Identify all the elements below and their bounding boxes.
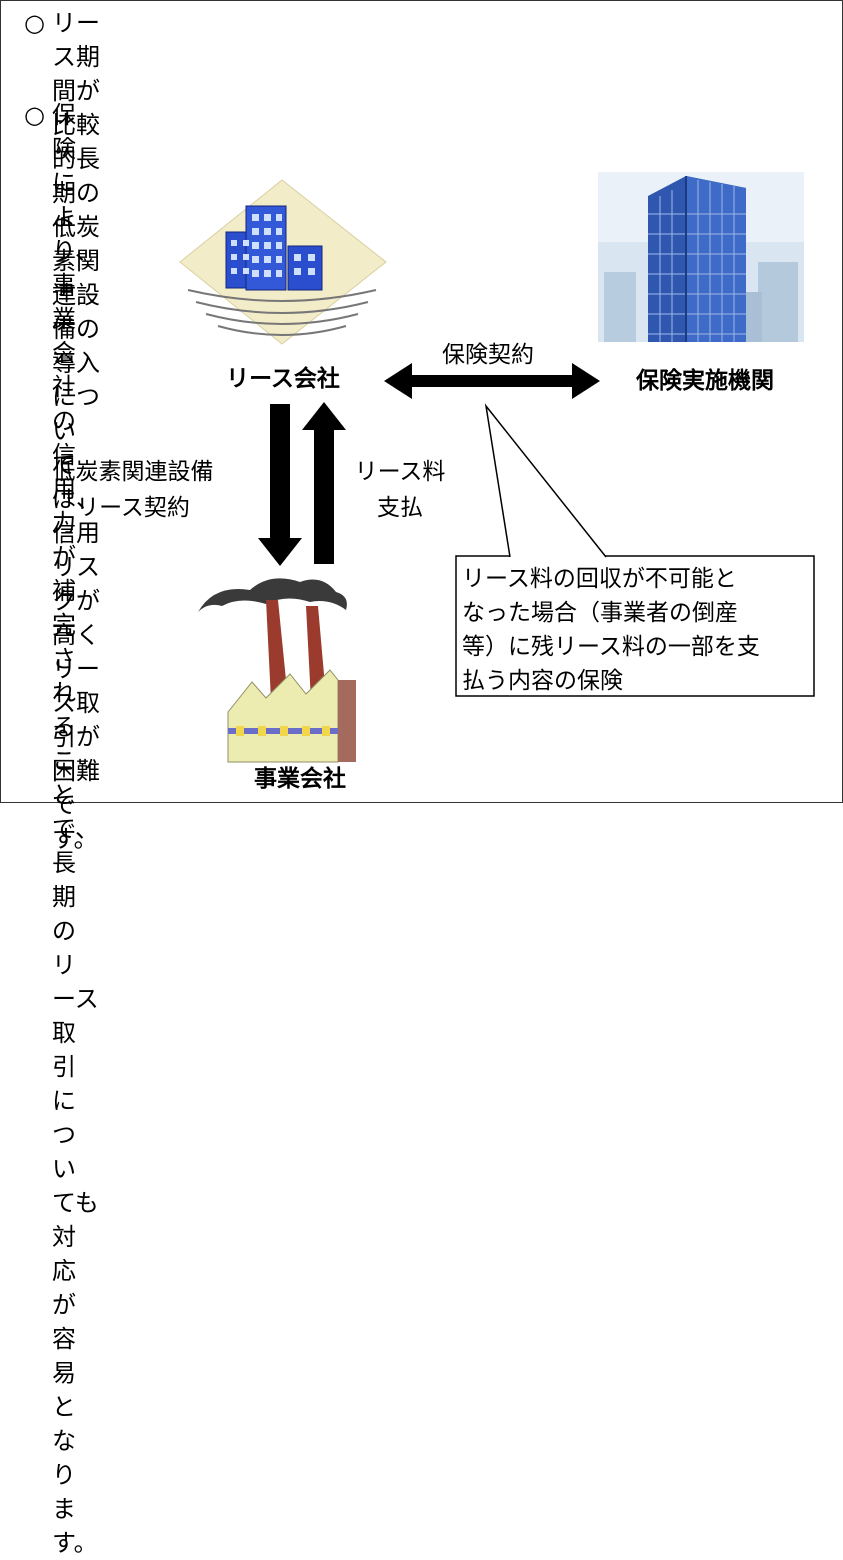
lease-company-label: リース会社 [226,366,340,392]
insurer-label: 保険実施機関 [636,368,774,394]
insurance-contract-label: 保険契約 [442,342,534,368]
lowcarbon-lease-label: 低炭素関連設備 リース契約 [52,459,214,521]
operating-company-label: 事業会社 [254,766,346,792]
callout-box [455,403,815,697]
fee-payment-up-arrow [302,402,346,564]
bullet-2-mark: ○ [24,101,45,129]
insurance-contract-double-arrow [384,363,600,399]
lease-fee-label: リース料 支払 [354,459,446,521]
factory-icon [198,578,356,763]
office-buildings-icon [179,179,387,345]
skyscraper-icon [598,172,804,342]
lease-contract-down-arrow [258,404,302,566]
bullet-1-mark: ○ [24,9,45,37]
callout-text: リース料の回収が不可能と なった場合（事業者の倒産 等）に残リース料の一部を支 … [462,566,760,694]
